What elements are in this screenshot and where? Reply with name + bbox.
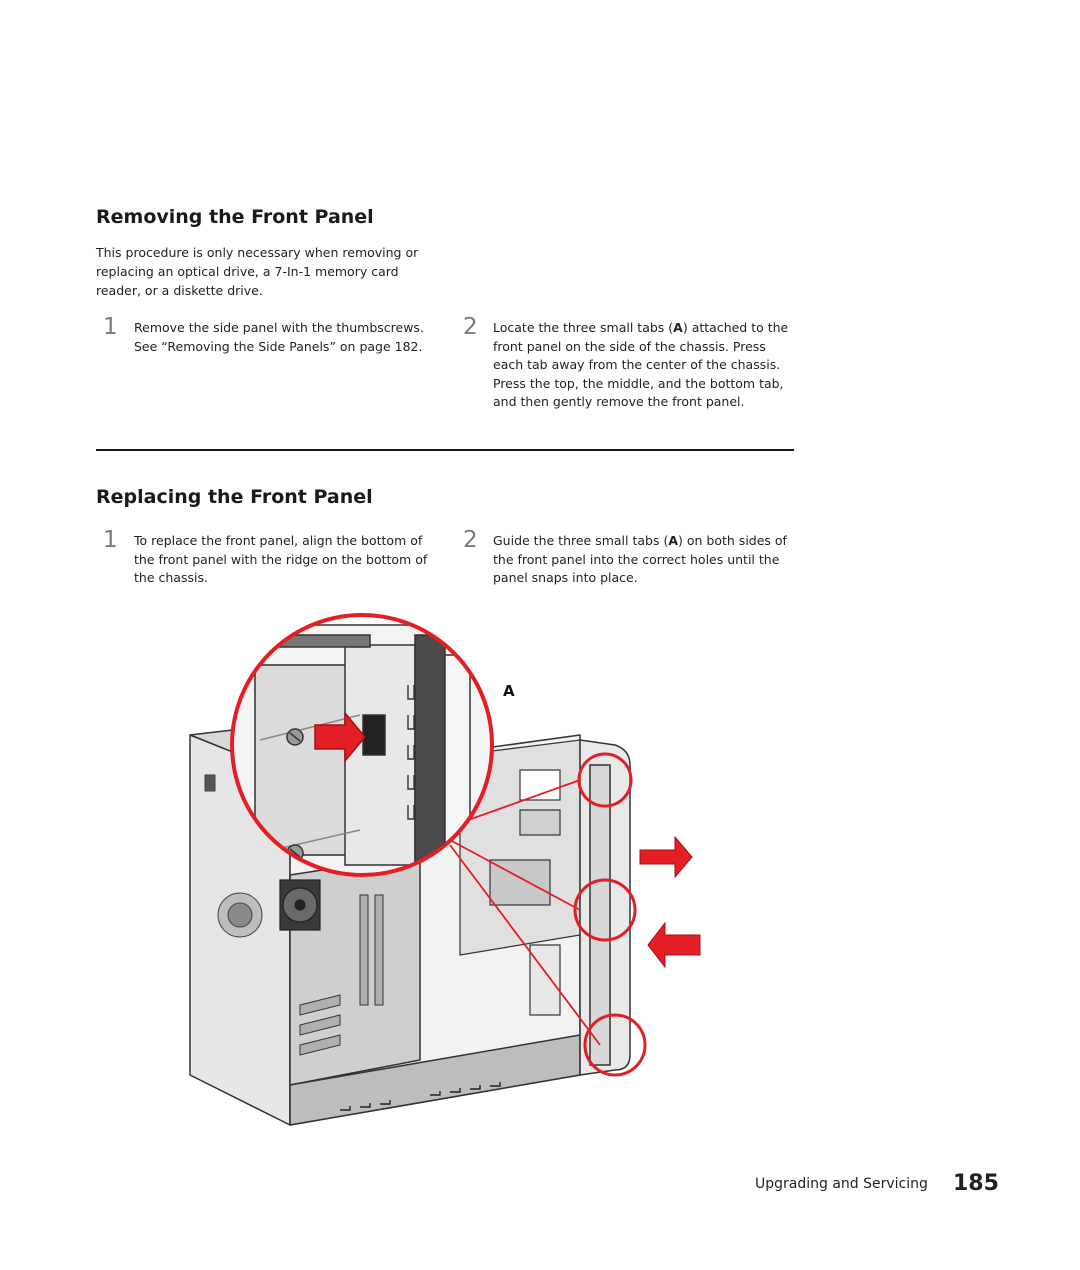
chassis-illustration	[189, 613, 701, 1126]
rear-fan	[279, 879, 321, 931]
drive-cage	[459, 739, 581, 1016]
page-number: 185	[953, 1171, 999, 1196]
intro-paragraph: This procedure is only necessary when re…	[96, 245, 419, 298]
section-title-replacing: Replacing the Front Panel	[96, 486, 373, 508]
zoom-circle-outline	[230, 613, 494, 877]
step-number: 1	[103, 527, 118, 553]
callout-label-a: A	[503, 682, 515, 700]
step-text: Locate the three small tabs (A) attached…	[493, 320, 789, 410]
section-title-removing: Removing the Front Panel	[96, 206, 374, 228]
front-panel	[579, 739, 631, 1076]
step-text: To replace the front panel, align the bo…	[134, 533, 428, 586]
step-text: Guide the three small tabs (A) on both s…	[493, 533, 787, 586]
step-text: Remove the side panel with the thumbscre…	[134, 320, 424, 354]
leader-lines	[449, 779, 601, 1046]
direction-arrows	[639, 835, 701, 969]
tab-callout-circles	[573, 752, 647, 1077]
step-number: 2	[463, 314, 478, 340]
zoom-inset	[230, 613, 494, 877]
section-divider	[96, 449, 794, 451]
footer-section-name: Upgrading and Servicing	[755, 1176, 928, 1192]
expansion-slots	[299, 894, 384, 1056]
step-number: 1	[103, 314, 118, 340]
side-vent	[204, 774, 263, 938]
bottom-tabs	[340, 1082, 501, 1111]
step-number: 2	[463, 527, 478, 553]
